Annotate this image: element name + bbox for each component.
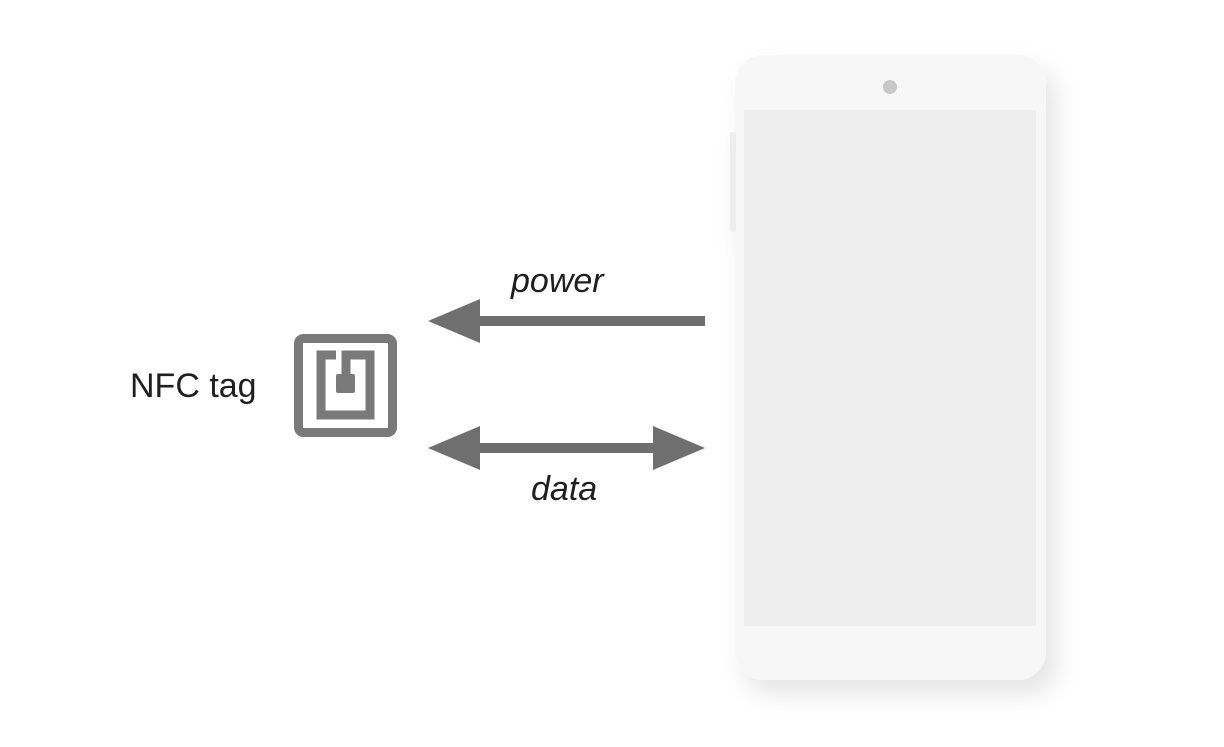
power-arrow-head bbox=[428, 299, 480, 343]
nfc-tag-icon bbox=[294, 334, 397, 437]
power-arrow bbox=[428, 299, 705, 343]
power-label: power bbox=[511, 262, 604, 300]
data-arrow-head-right bbox=[653, 426, 705, 470]
data-label: data bbox=[531, 470, 598, 508]
nfc-tag-coil bbox=[316, 350, 375, 420]
phone-camera bbox=[883, 80, 897, 94]
data-arrow-head-left bbox=[428, 426, 480, 470]
nfc-tag-chip bbox=[336, 374, 355, 393]
data-arrow bbox=[428, 426, 705, 470]
smartphone-icon bbox=[730, 55, 1046, 680]
nfc-tag-frame bbox=[294, 334, 397, 437]
phone-side-button bbox=[730, 132, 736, 232]
phone-screen bbox=[744, 110, 1036, 626]
nfc-tag-label: NFC tag bbox=[130, 367, 257, 405]
